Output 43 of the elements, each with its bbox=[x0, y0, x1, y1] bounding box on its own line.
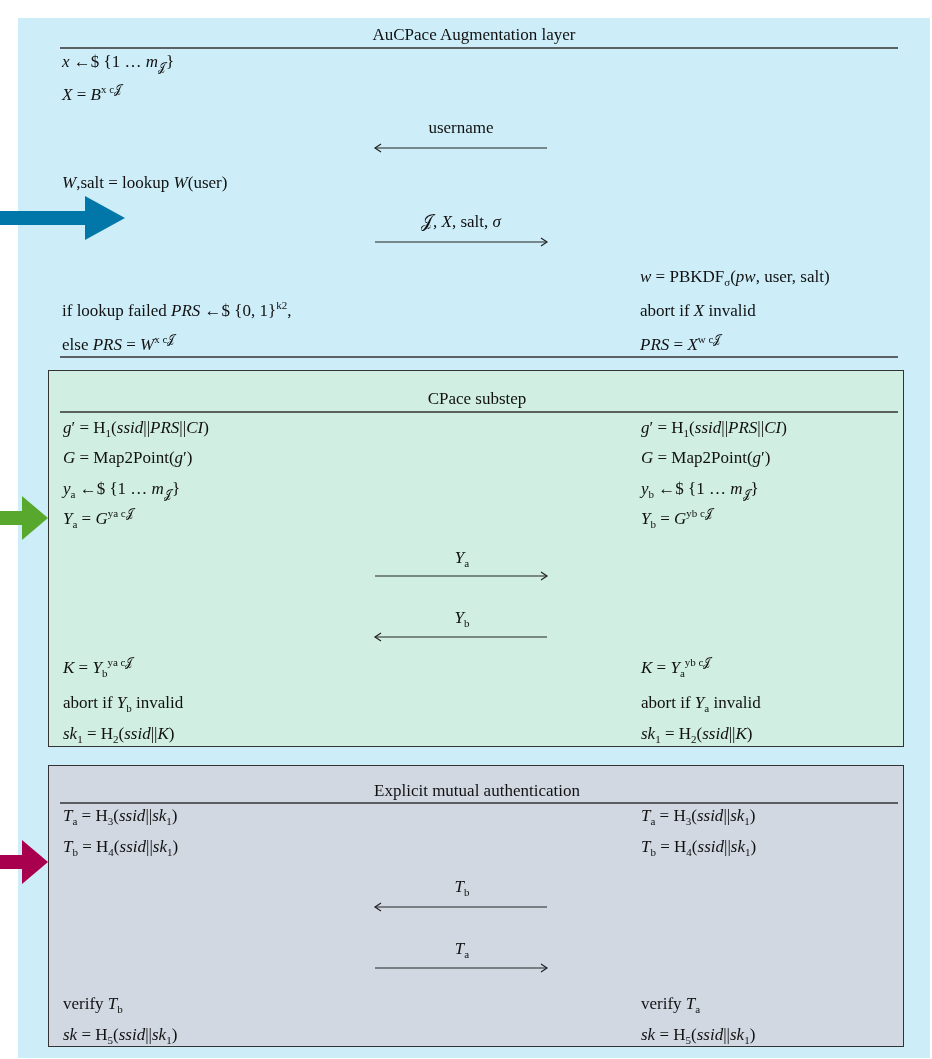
formula-text: verify T$_{b}$ bbox=[63, 993, 123, 1015]
formula-text: w = PBKDF$_{σ}$(pw, user, salt) bbox=[640, 266, 830, 288]
pointer-arrow bbox=[0, 496, 48, 540]
formula-text: W,salt = lookup W(user) bbox=[62, 172, 228, 194]
formula-text: Y$_{a}$ = G$^{ya c𝒥}$ bbox=[63, 508, 134, 530]
formula-text: T$_{a}$ = H$_{3}$(ssid||sk$_{1}$) bbox=[641, 805, 756, 827]
formula-text: Y$_{b}$ = G$^{yb c𝒥}$ bbox=[641, 508, 713, 530]
formula-text: g′ = H$_{1}$(ssid||PRS||CI) bbox=[641, 417, 787, 439]
formula-text: sk = H$_{5}$(ssid||sk$_{1}$) bbox=[641, 1024, 756, 1046]
formula-text: verify T$_{a}$ bbox=[641, 993, 701, 1015]
formula-text: if lookup failed PRS ←$ {0, 1}$^{k2}$, bbox=[62, 300, 292, 322]
formula-text: T$_{b}$ = H$_{4}$(ssid||sk$_{1}$) bbox=[641, 836, 757, 858]
message-label: 𝒥, X, salt, σ bbox=[420, 211, 503, 233]
message-label: Y$_{a}$ bbox=[453, 547, 471, 569]
formula-text: g′ = H$_{1}$(ssid||PRS||CI) bbox=[63, 417, 209, 439]
formula-text: G = Map2Point(g′) bbox=[641, 447, 771, 469]
substep-panel bbox=[48, 370, 904, 747]
formula-text: else PRS = W$^{x c𝒥}$ bbox=[62, 334, 176, 356]
formula-text: sk$_{1}$ = H$_{2}$(ssid||K) bbox=[641, 723, 753, 745]
pointer-arrow bbox=[0, 196, 125, 240]
message-label: username bbox=[427, 117, 495, 139]
formula-text: abort if Y$_{a}$ invalid bbox=[641, 692, 761, 714]
formula-text: T$_{b}$ = H$_{4}$(ssid||sk$_{1}$) bbox=[63, 836, 179, 858]
formula-text: y$_{a}$ ←$ {1 … m$_{𝒥}$} bbox=[63, 478, 181, 500]
formula-text: X = B$^{x c𝒥}$ bbox=[62, 84, 122, 106]
formula-text: G = Map2Point(g′) bbox=[63, 447, 193, 469]
message-label: Y$_{b}$ bbox=[453, 607, 471, 629]
formula-text: y$_{b}$ ←$ {1 … m$_{𝒥}$} bbox=[641, 478, 759, 500]
formula-text: x ←$ {1 … m$_{𝒥}$} bbox=[62, 51, 175, 73]
panel-heading: CPace substep bbox=[426, 388, 528, 410]
formula-text: abort if X invalid bbox=[640, 300, 756, 322]
formula-text: T$_{a}$ = H$_{3}$(ssid||sk$_{1}$) bbox=[63, 805, 178, 827]
pointer-arrow bbox=[0, 840, 48, 884]
panel-heading: AuCPace Augmentation layer bbox=[371, 24, 577, 46]
message-label: T$_{b}$ bbox=[453, 876, 471, 898]
formula-text: abort if Y$_{b}$ invalid bbox=[63, 692, 184, 714]
formula-text: PRS = X$^{w c𝒥}$ bbox=[640, 334, 722, 356]
message-label: T$_{a}$ bbox=[453, 938, 471, 960]
layer-panel bbox=[18, 18, 930, 1058]
formula-text: sk$_{1}$ = H$_{2}$(ssid||K) bbox=[63, 723, 175, 745]
panel-heading: Explicit mutual authentication bbox=[373, 780, 581, 802]
substep-panel bbox=[48, 765, 904, 1047]
formula-text: sk = H$_{5}$(ssid||sk$_{1}$) bbox=[63, 1024, 178, 1046]
